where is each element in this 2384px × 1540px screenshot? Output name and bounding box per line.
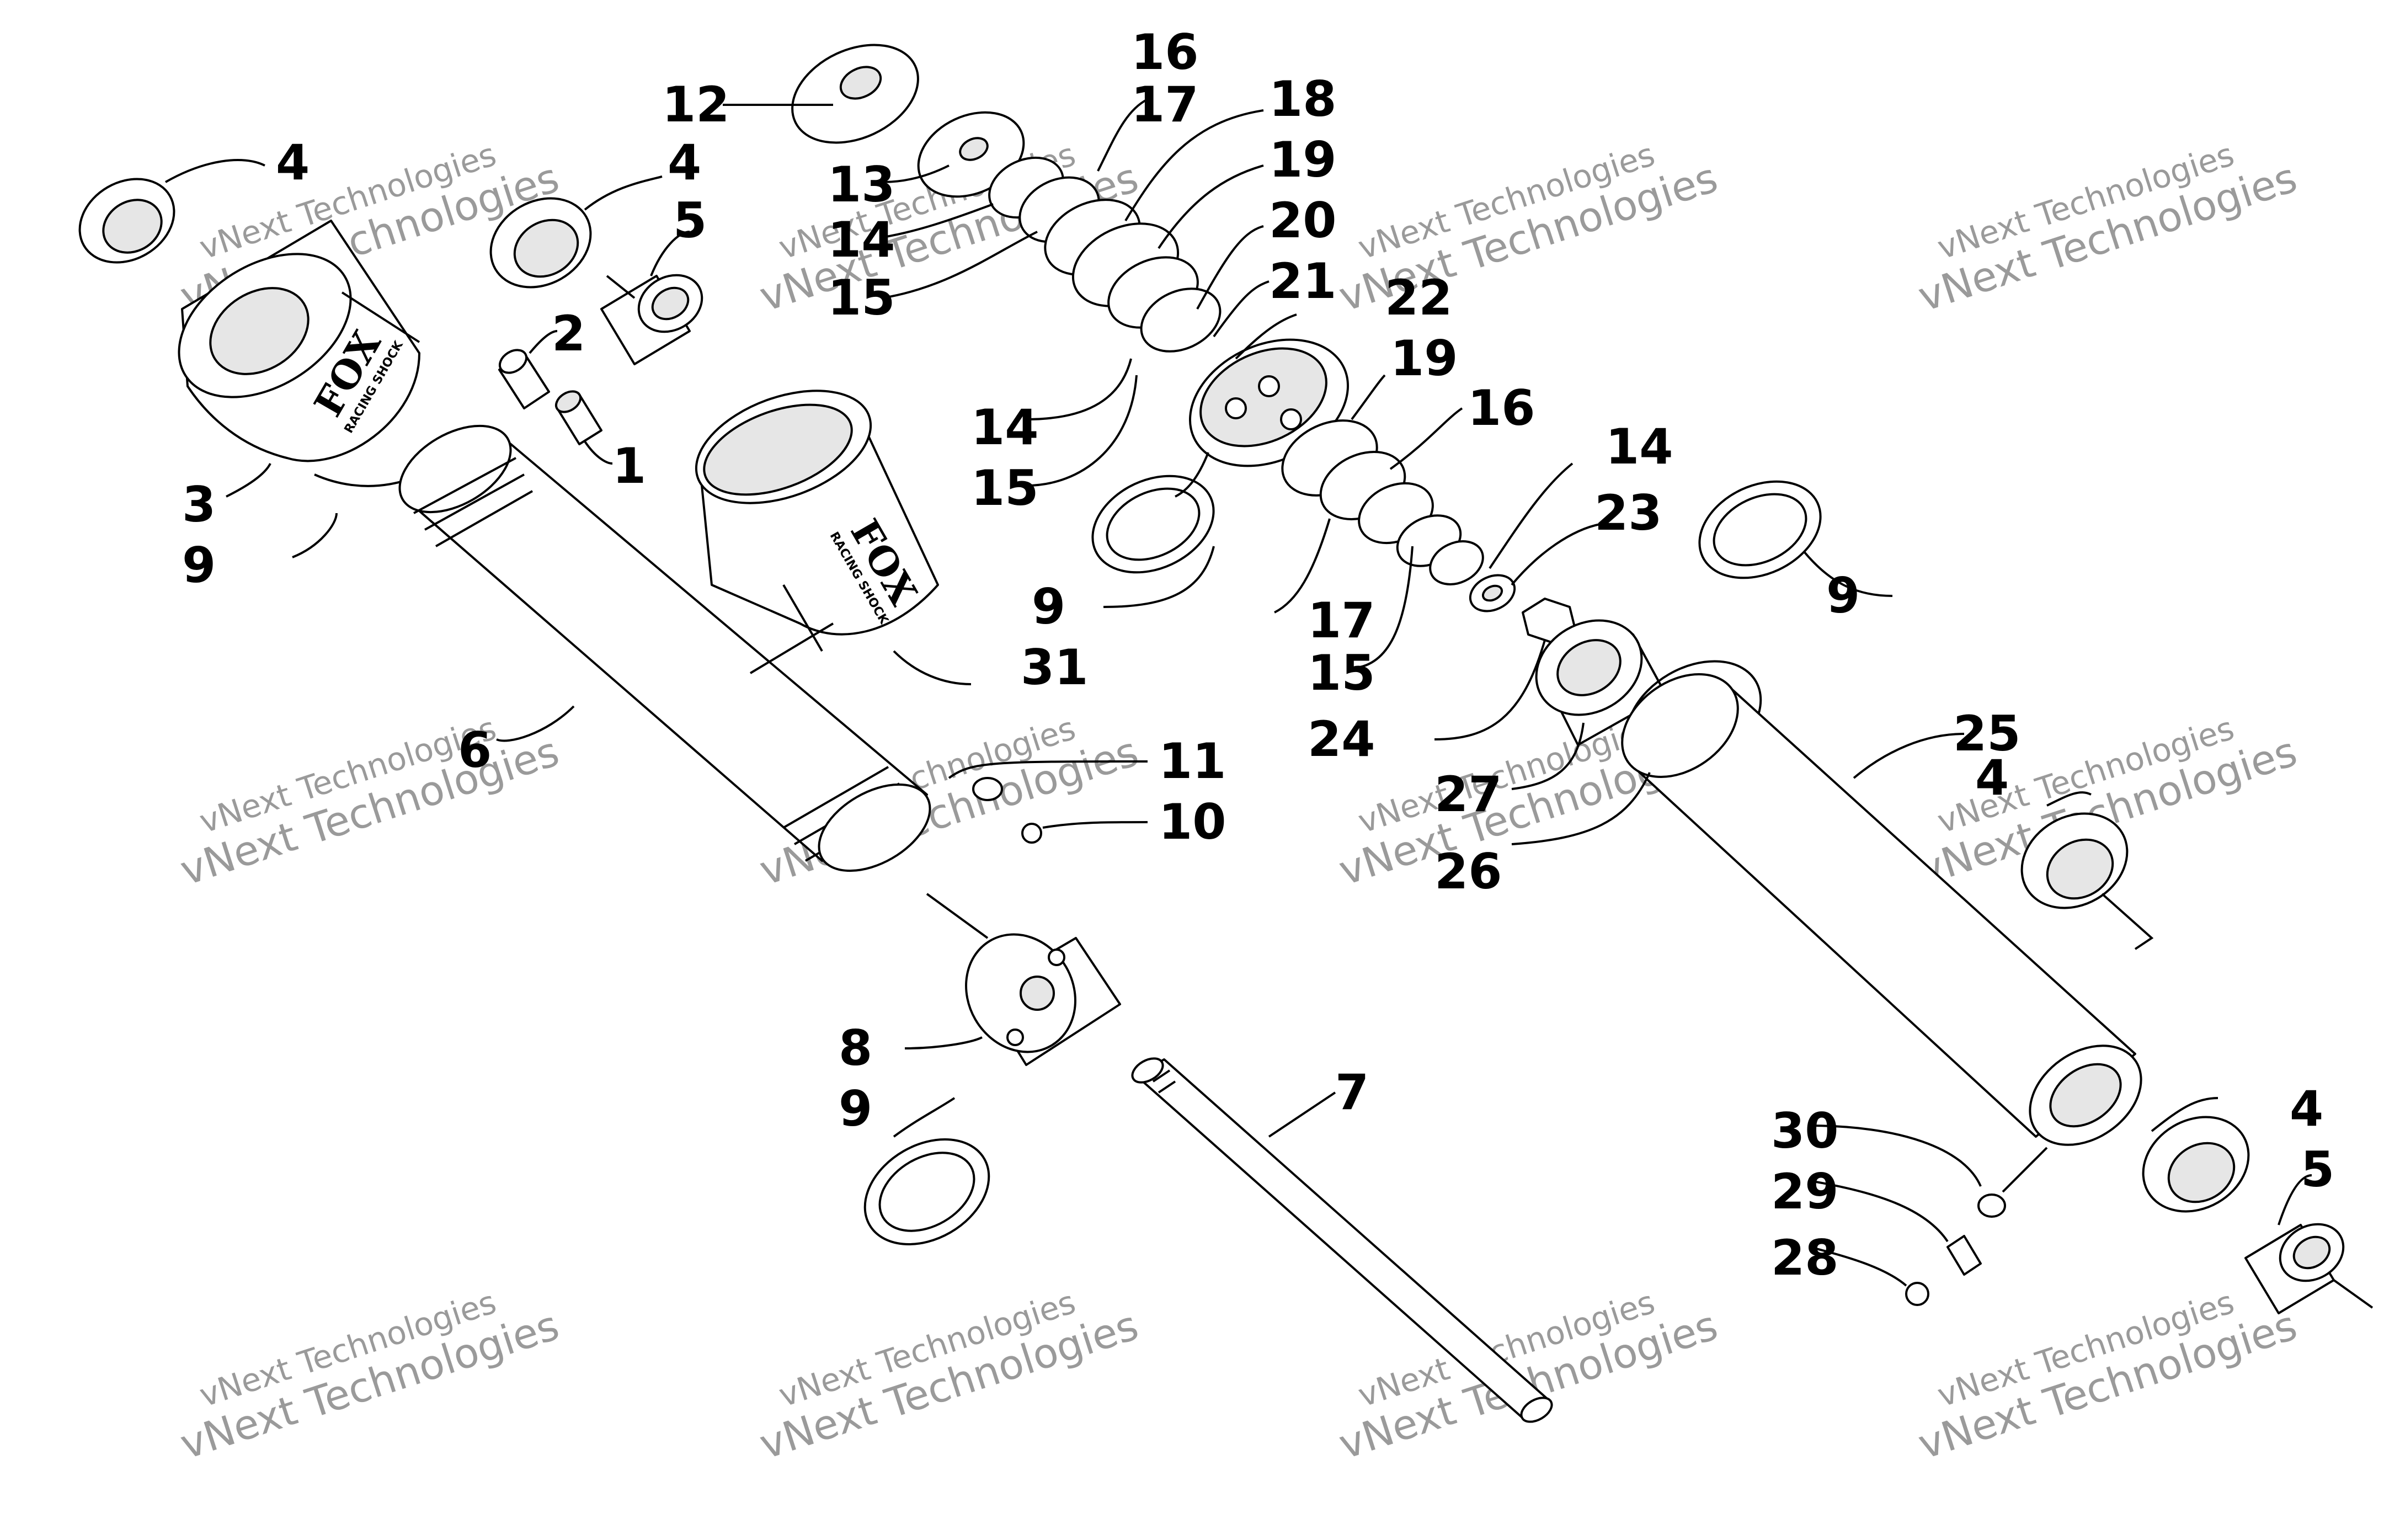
- callout-29: 29: [1771, 1163, 1838, 1220]
- callout-21: 21: [1269, 253, 1336, 310]
- part-2-fitting: [498, 349, 550, 409]
- callout-13: 13: [828, 156, 895, 213]
- part-27-seal-head: [1535, 619, 1667, 746]
- part-3-body-cap: FOX RACING SHOCK: [178, 220, 420, 462]
- callout-16: 16: [1468, 380, 1535, 436]
- callout-6: 6: [458, 722, 492, 779]
- callout-17: 17: [1308, 592, 1375, 649]
- part-6-cylinder-body: [398, 424, 931, 872]
- callout-11: 11: [1159, 733, 1226, 790]
- callout-4: 4: [276, 134, 310, 191]
- part-7-shaft: [1131, 1057, 1553, 1423]
- callout-12: 12: [662, 76, 729, 133]
- callout-16: 16: [1131, 24, 1198, 81]
- callout-28: 28: [1771, 1229, 1838, 1286]
- callout-23: 23: [1594, 484, 1662, 541]
- callout-25: 25: [1953, 705, 2020, 762]
- part-5-sleeve-upper: [600, 274, 703, 365]
- part-30-plug: [1977, 1193, 2006, 1218]
- right-shock-assembly: [1535, 480, 2345, 1314]
- part-4-bushing-right-upper: [2020, 812, 2129, 909]
- callout-2: 2: [552, 305, 585, 362]
- part-9-ring-center: [1091, 475, 1215, 574]
- callout-5: 5: [673, 192, 707, 249]
- part-11-plug: [972, 777, 1003, 801]
- callout-9: 9: [1826, 567, 1860, 624]
- leader-lines: [165, 98, 2374, 1309]
- callout-9: 9: [182, 537, 216, 594]
- callout-24: 24: [1308, 711, 1375, 768]
- callout-14: 14: [1606, 418, 1673, 475]
- callout-8: 8: [839, 1020, 872, 1077]
- part-10-ball: [1021, 823, 1042, 844]
- part-9-ring-lower: [863, 1138, 990, 1245]
- part-4-bushing-right-lower: [2142, 1116, 2250, 1213]
- left-shock-assembly: FOX RACING SHOCK: [78, 178, 1553, 1423]
- callout-1: 1: [612, 438, 646, 494]
- callout-4: 4: [2290, 1080, 2323, 1137]
- callout-9: 9: [839, 1080, 872, 1137]
- part-31-reservoir-cover: FOX RACING SHOCK: [695, 390, 939, 674]
- part-28-ball: [1905, 1282, 1929, 1306]
- part-9-ring-right: [1698, 480, 1822, 579]
- part-5-sleeve-lower: [2244, 1223, 2345, 1314]
- shim-stack-lower: [1281, 419, 1484, 585]
- callout-27: 27: [1434, 766, 1502, 823]
- callout-4: 4: [1975, 749, 2009, 806]
- part-25-cylinder-tube: [1621, 673, 2142, 1146]
- callout-18: 18: [1269, 71, 1336, 127]
- callout-4: 4: [668, 134, 701, 191]
- callout-30: 30: [1771, 1102, 1838, 1159]
- callout-15: 15: [971, 460, 1038, 516]
- callout-20: 20: [1269, 192, 1336, 249]
- callout-15: 15: [1308, 644, 1375, 701]
- callout-19: 19: [1269, 131, 1336, 188]
- part-4-bushing-left: [78, 178, 175, 264]
- part-12-washer: [791, 44, 919, 144]
- callout-17: 17: [1131, 76, 1198, 133]
- callout-7: 7: [1335, 1064, 1369, 1121]
- shim-stack-upper: [988, 156, 1222, 353]
- callout-labels: 1 2 3 4 4 4 4 5 5 6 7 8 9 9 9 9 10 11 12…: [182, 24, 2334, 1286]
- callout-5: 5: [2301, 1141, 2334, 1198]
- part-23-washer: [1469, 574, 1516, 612]
- part-4-bushing-upper: [489, 197, 592, 289]
- callout-31: 31: [1021, 639, 1088, 696]
- callout-9: 9: [1032, 578, 1065, 635]
- callout-10: 10: [1159, 793, 1226, 850]
- callout-19: 19: [1390, 330, 1458, 387]
- callout-3: 3: [182, 476, 216, 533]
- part-29-screw: [1946, 1235, 1982, 1276]
- callout-15: 15: [828, 269, 895, 326]
- callout-14: 14: [971, 399, 1038, 456]
- callout-26: 26: [1434, 843, 1502, 900]
- part-8-end-cap: [965, 933, 1121, 1066]
- part-1-fitting: [554, 390, 602, 445]
- callout-22: 22: [1385, 269, 1452, 326]
- part-22-piston: [1188, 338, 1350, 467]
- callout-14: 14: [828, 211, 895, 268]
